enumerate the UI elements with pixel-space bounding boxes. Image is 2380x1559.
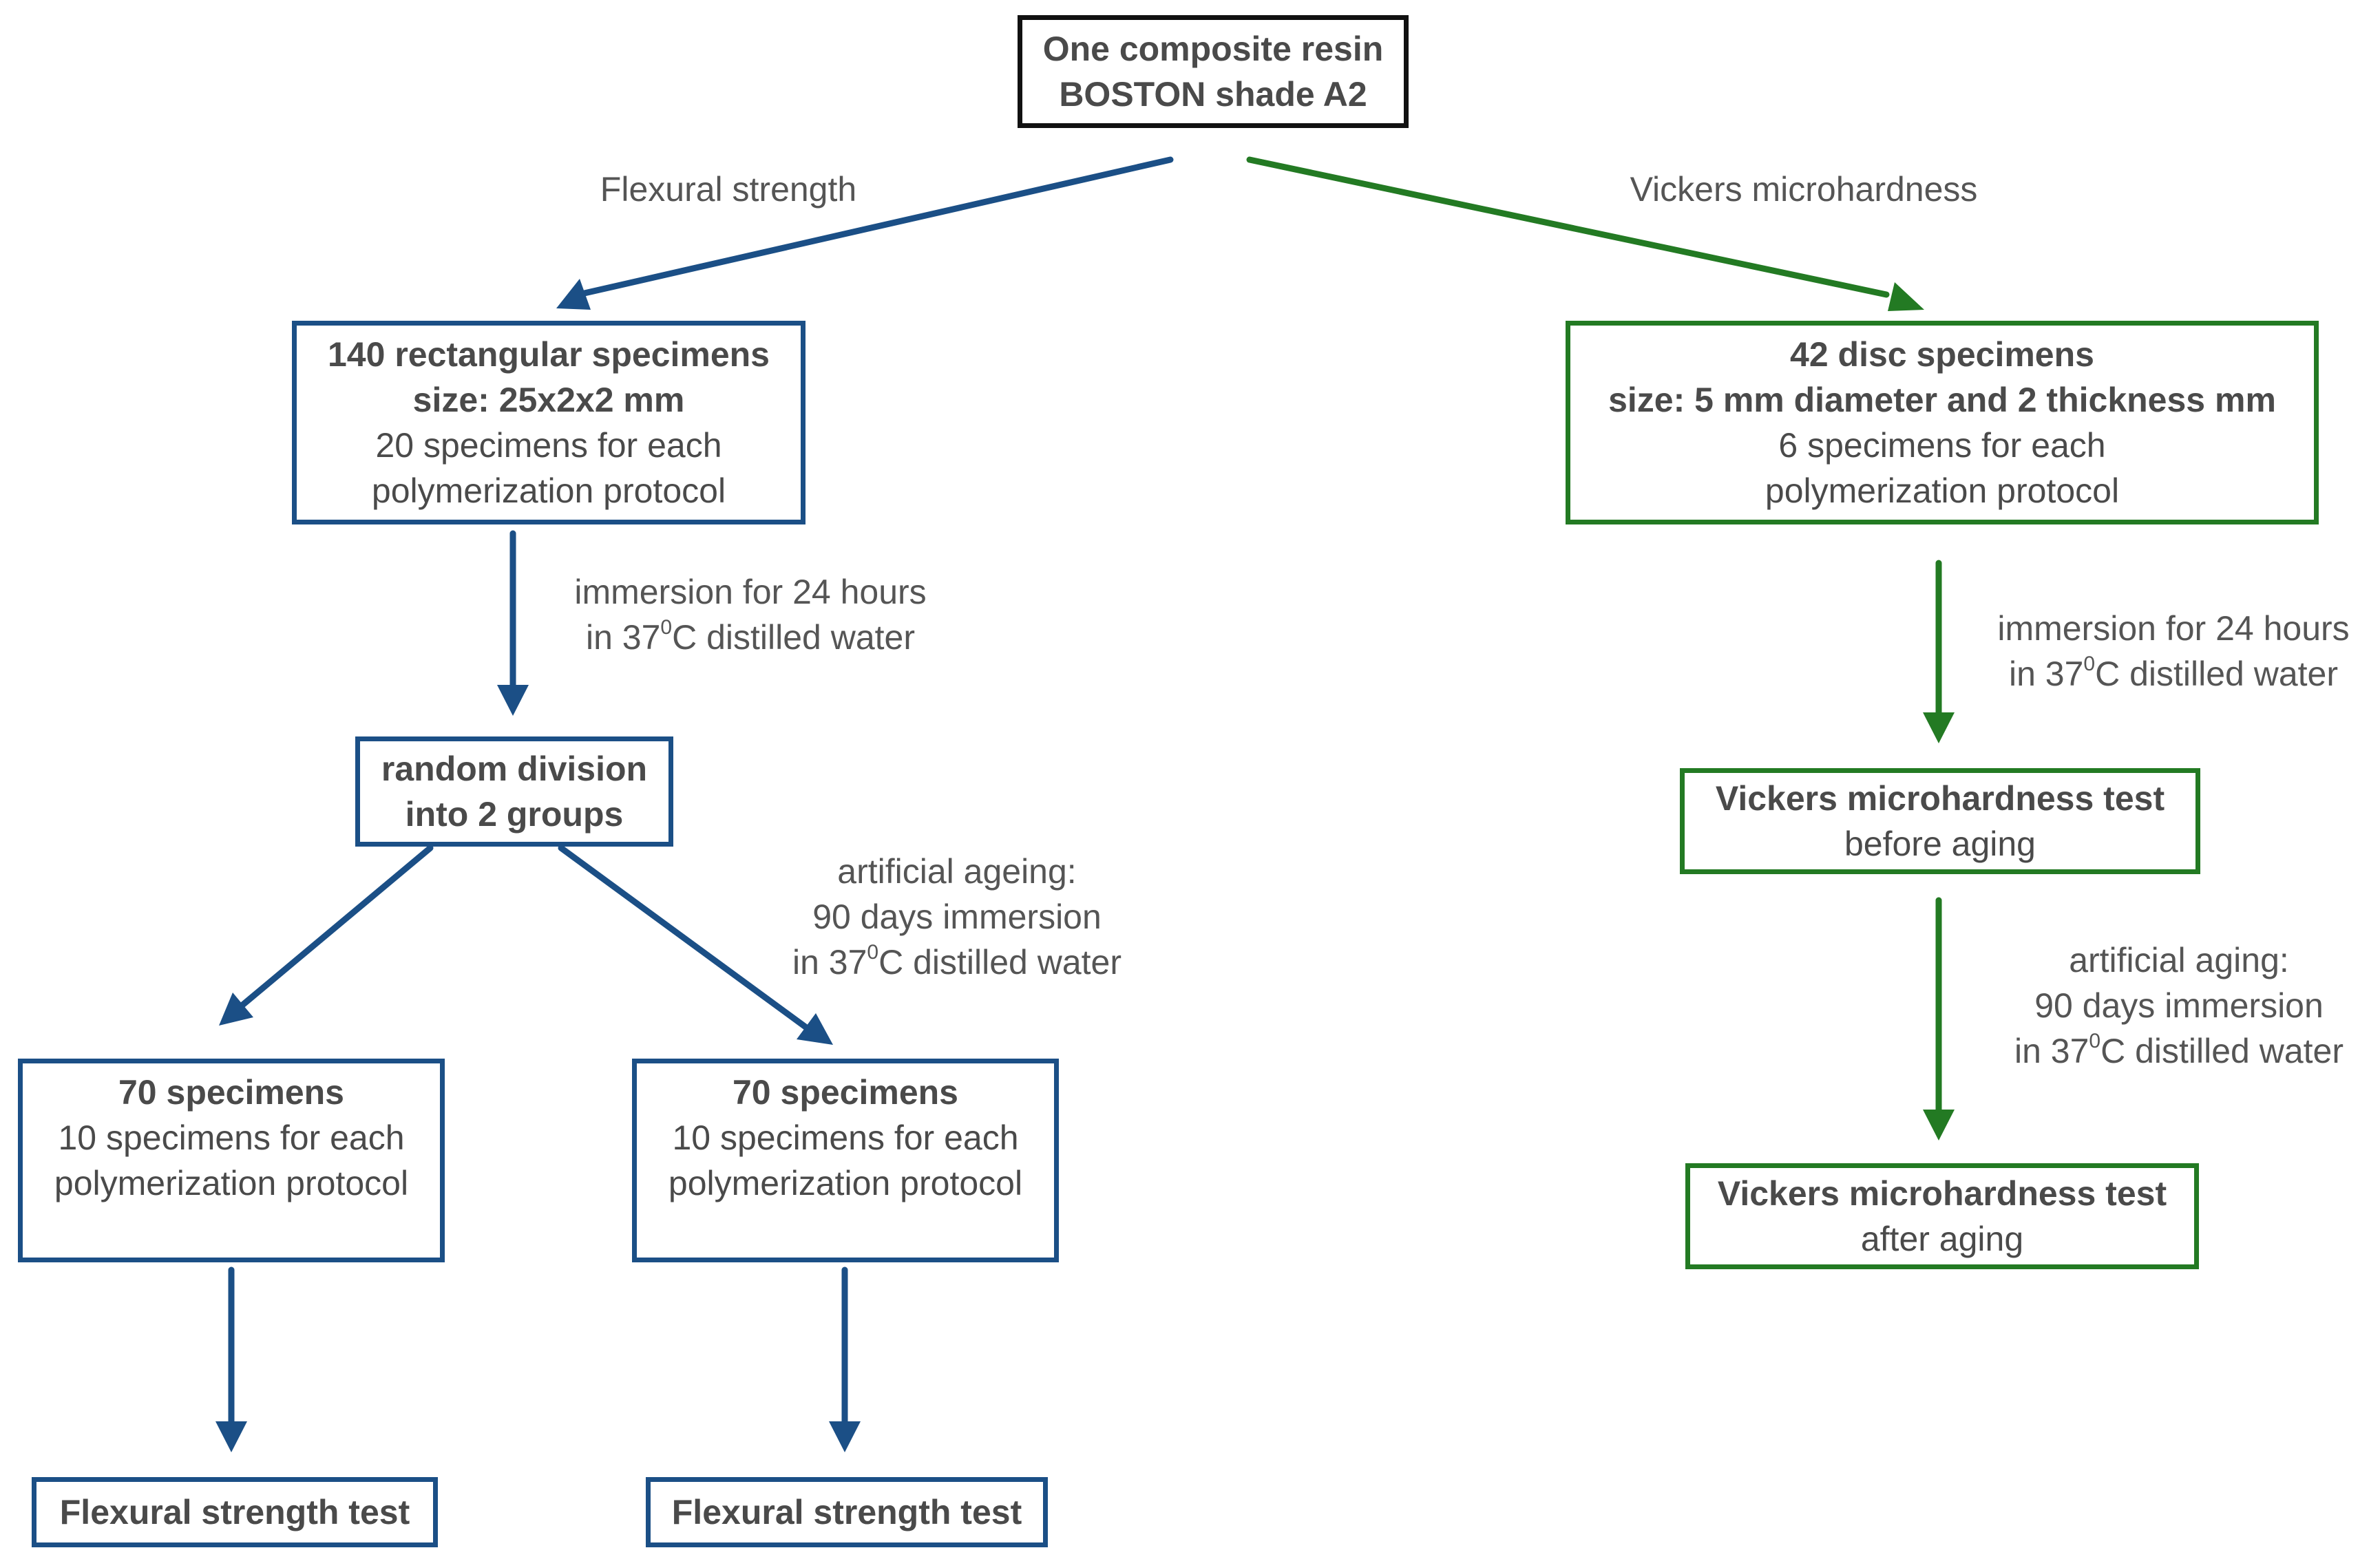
vickers-test-after-title: Vickers microhardness test	[1717, 1174, 2167, 1213]
vickers-immersion-line-2-post: C distilled water	[2095, 655, 2339, 693]
arrowhead-division	[497, 685, 529, 716]
rectangular-specimens-note-2: polymerization protocol	[371, 471, 726, 510]
random-division-line-1: random division	[381, 750, 648, 788]
vickers-immersion-label: immersion for 24 hours in 370C distilled…	[1970, 606, 2377, 697]
flexural-immersion-line-2-post: C distilled water	[672, 618, 916, 657]
flexural-immersion-line-1: immersion for 24 hours	[574, 573, 927, 611]
vickers-test-before-note: before aging	[1844, 825, 2036, 863]
disc-specimens-size: size: 5 mm diameter and 2 thickness mm	[1608, 381, 2276, 419]
vickers-aging-line-3: in 370C distilled water	[1976, 1028, 2380, 1074]
disc-specimens-box: 42 disc specimens size: 5 mm diameter an…	[1566, 321, 2319, 524]
vickers-branch-label: Vickers microhardness	[1630, 170, 1978, 209]
group-a-title: 70 specimens	[118, 1073, 344, 1112]
vickers-test-after-box: Vickers microhardness test after aging	[1685, 1163, 2199, 1269]
vickers-aging-label: artificial aging: 90 days immersion in 3…	[1976, 937, 2380, 1074]
flexural-test-a-box: Flexural strength test	[32, 1477, 438, 1547]
arrowhead-before	[1923, 712, 1955, 743]
rectangular-specimens-note-1: 20 specimens for each	[375, 426, 722, 465]
flexural-test-a-label: Flexural strength test	[59, 1493, 410, 1531]
root-box: One composite resin BOSTON shade A2	[1018, 15, 1409, 128]
group-b-title: 70 specimens	[733, 1073, 958, 1112]
vickers-test-after-note: after aging	[1860, 1220, 2024, 1258]
root-line-1: One composite resin	[1042, 30, 1384, 68]
group-a-box: 70 specimens 10 specimens for each polym…	[18, 1059, 445, 1262]
root-line-2: BOSTON shade A2	[1059, 75, 1367, 114]
vickers-immersion-line-1: immersion for 24 hours	[1997, 609, 2350, 648]
vickers-aging-line-3-pre: in 37	[2014, 1032, 2089, 1070]
group-a-note-2: polymerization protocol	[54, 1164, 409, 1202]
group-a-note-1: 10 specimens for each	[58, 1118, 405, 1157]
flexural-ageing-line-3-pre: in 37	[792, 943, 867, 982]
rectangular-specimens-size: size: 25x2x2 mm	[412, 381, 685, 419]
random-division-line-2: into 2 groups	[405, 795, 624, 834]
flexural-ageing-degree-sup: 0	[867, 941, 879, 964]
random-division-box: random division into 2 groups	[355, 736, 673, 847]
arrow-division-to-group-a	[238, 845, 434, 1010]
arrow-division-to-group-b	[558, 845, 809, 1030]
group-b-note-2: polymerization protocol	[668, 1164, 1023, 1202]
flexural-ageing-line-3: in 370C distilled water	[750, 940, 1163, 985]
flexural-immersion-line-2: in 370C distilled water	[544, 615, 957, 660]
flexural-immersion-line-2-pre: in 37	[585, 618, 661, 657]
flexural-test-b-box: Flexural strength test	[646, 1477, 1048, 1547]
rectangular-specimens-box: 140 rectangular specimens size: 25x2x2 m…	[292, 321, 805, 524]
arrowhead-group-a	[219, 993, 253, 1026]
vickers-aging-line-1: artificial aging:	[2069, 941, 2289, 979]
arrow-root-to-flexural	[575, 156, 1174, 298]
arrowhead-flexural-specimens	[556, 279, 591, 310]
group-b-note-1: 10 specimens for each	[672, 1118, 1019, 1157]
vickers-immersion-line-2-pre: in 37	[2008, 655, 2084, 693]
flexural-ageing-line-3-post: C distilled water	[878, 943, 1122, 982]
disc-specimens-note-2: polymerization protocol	[1765, 471, 2120, 510]
arrowhead-after	[1923, 1110, 1955, 1141]
arrowhead-test-b	[829, 1421, 861, 1452]
vickers-test-before-box: Vickers microhardness test before aging	[1680, 768, 2200, 874]
flexural-ageing-label: artificial ageing: 90 days immersion in …	[750, 849, 1163, 985]
vickers-aging-degree-sup: 0	[2089, 1030, 2101, 1053]
vickers-test-before-title: Vickers microhardness test	[1715, 779, 2165, 818]
flexural-test-b-label: Flexural strength test	[671, 1493, 1022, 1531]
arrow-root-to-vickers	[1246, 156, 1890, 298]
disc-specimens-title: 42 disc specimens	[1790, 335, 2094, 374]
vickers-aging-line-2: 90 days immersion	[2034, 986, 2324, 1025]
vickers-immersion-degree-sup: 0	[2083, 653, 2096, 676]
flexural-branch-label: Flexural strength	[600, 170, 857, 209]
rectangular-specimens-title: 140 rectangular specimens	[328, 335, 770, 374]
flexural-ageing-line-2: 90 days immersion	[812, 898, 1102, 936]
group-b-box: 70 specimens 10 specimens for each polym…	[632, 1059, 1059, 1262]
arrowhead-vickers-specimens	[1888, 282, 1924, 311]
flexural-immersion-label: immersion for 24 hours in 370C distilled…	[544, 569, 957, 660]
flexural-immersion-degree-sup: 0	[660, 616, 673, 639]
vickers-aging-line-3-post: C distilled water	[2100, 1032, 2344, 1070]
vickers-immersion-line-2: in 370C distilled water	[1970, 651, 2377, 697]
arrowhead-group-b	[797, 1013, 833, 1045]
arrowhead-test-a	[215, 1421, 247, 1452]
flexural-ageing-line-1: artificial ageing:	[837, 852, 1077, 891]
disc-specimens-note-1: 6 specimens for each	[1778, 426, 2106, 465]
